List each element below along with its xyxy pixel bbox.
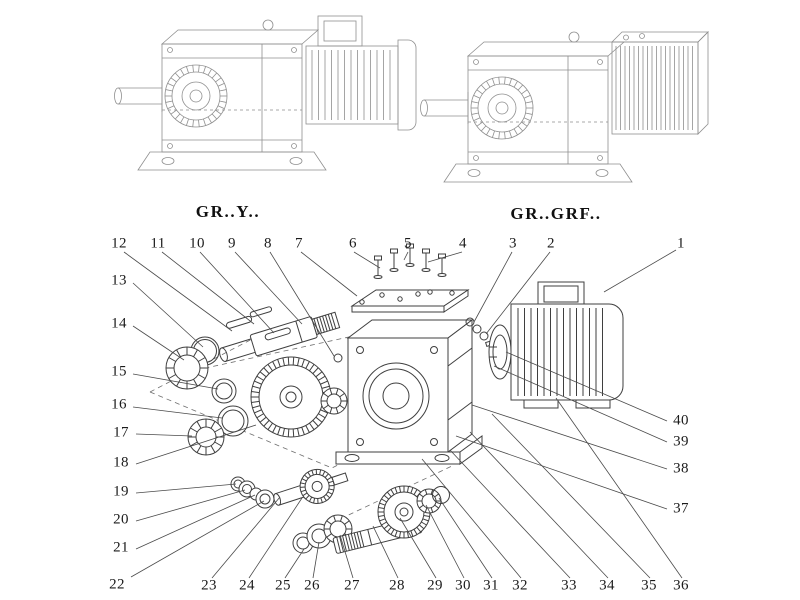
motor — [488, 281, 624, 409]
housing-top-face — [466, 41, 626, 57]
motor-assembled — [305, 15, 417, 131]
callout-14: 14 — [111, 315, 127, 332]
bearing — [187, 418, 225, 456]
callout-2: 2 — [547, 235, 555, 252]
circlip — [432, 486, 450, 504]
output-shaft-front — [114, 80, 163, 112]
variant-title-gr-grf: GR..GRF.. — [510, 204, 602, 223]
callout-6: 6 — [349, 235, 357, 252]
bearing — [416, 488, 442, 514]
gear-housing — [333, 319, 483, 465]
callout-5: 5 — [404, 235, 412, 252]
motor-body — [510, 303, 624, 401]
motor-foot — [523, 399, 559, 409]
motor-fins — [517, 308, 603, 396]
front-coupling-boss — [164, 64, 228, 128]
callout-33: 33 — [561, 577, 577, 594]
callout-32: 32 — [512, 577, 528, 594]
keyway — [264, 327, 291, 341]
motor-foot — [575, 399, 611, 409]
callout-38: 38 — [673, 460, 689, 477]
terminal-box — [317, 15, 363, 47]
shaft-splines — [336, 531, 365, 553]
fin-cover-block — [611, 31, 709, 135]
shaft-key — [225, 315, 253, 329]
housing-cover — [350, 289, 470, 313]
callout-16: 16 — [111, 396, 127, 413]
motor-flange — [488, 324, 512, 380]
callout-7: 7 — [295, 235, 303, 252]
main-gear — [250, 356, 332, 438]
callout-40: 40 — [673, 412, 689, 429]
housing-top-face — [160, 29, 320, 45]
callout-39: 39 — [673, 433, 689, 450]
callout-19: 19 — [113, 483, 129, 500]
seal-bearing-stack — [165, 336, 249, 456]
callout-15: 15 — [111, 363, 127, 380]
callout-22: 22 — [109, 576, 125, 593]
assembled-view-gr-y — [114, 15, 417, 171]
eye-bolt — [568, 31, 580, 43]
housing-foot — [335, 451, 461, 465]
callout-18: 18 — [113, 454, 129, 471]
callout-13: 13 — [111, 272, 127, 289]
intermediate-pinion — [230, 468, 349, 509]
input-shaft — [219, 306, 341, 362]
callout-17: 17 — [113, 424, 129, 441]
callout-3: 3 — [509, 235, 517, 252]
callout-23: 23 — [201, 577, 217, 594]
callout-12: 12 — [111, 235, 127, 252]
callout-28: 28 — [389, 577, 405, 594]
front-coupling-boss — [470, 76, 534, 140]
callout-29: 29 — [427, 577, 443, 594]
callout-24: 24 — [239, 577, 255, 594]
bearing — [165, 346, 209, 390]
output-shaft-front — [420, 92, 469, 124]
callout-26: 26 — [304, 577, 320, 594]
callout-34: 34 — [599, 577, 615, 594]
callout-20: 20 — [113, 511, 129, 528]
mounting-feet — [137, 151, 327, 171]
callout-31: 31 — [483, 577, 499, 594]
leader-lines — [123, 249, 683, 579]
callout-37: 37 — [673, 500, 689, 517]
callout-35: 35 — [641, 577, 657, 594]
assembled-view-gr-grf — [420, 31, 709, 183]
callout-9: 9 — [228, 235, 236, 252]
callout-27: 27 — [344, 577, 360, 594]
callout-21: 21 — [113, 539, 129, 556]
callout-1: 1 — [677, 235, 685, 252]
pinion-gear — [299, 468, 335, 504]
callout-11: 11 — [150, 235, 166, 252]
fan-cowl — [397, 39, 417, 131]
eye-bolt — [262, 19, 274, 31]
variant-title-gr-y: GR..Y.. — [195, 202, 261, 221]
bearing — [320, 387, 348, 415]
callout-36: 36 — [673, 577, 689, 594]
housing-front-face — [467, 55, 609, 165]
housing-bore — [362, 362, 430, 430]
mounting-feet — [443, 163, 633, 183]
shaft-key — [249, 306, 273, 318]
callout-10: 10 — [189, 235, 205, 252]
callout-8: 8 — [264, 235, 272, 252]
plug — [333, 353, 343, 363]
callout-25: 25 — [275, 577, 291, 594]
callout-30: 30 — [455, 577, 471, 594]
cover-fins — [615, 46, 693, 130]
callout-4: 4 — [459, 235, 467, 252]
motor-fins — [311, 50, 391, 120]
housing-front-face — [161, 43, 303, 153]
exploded-view — [149, 243, 624, 554]
